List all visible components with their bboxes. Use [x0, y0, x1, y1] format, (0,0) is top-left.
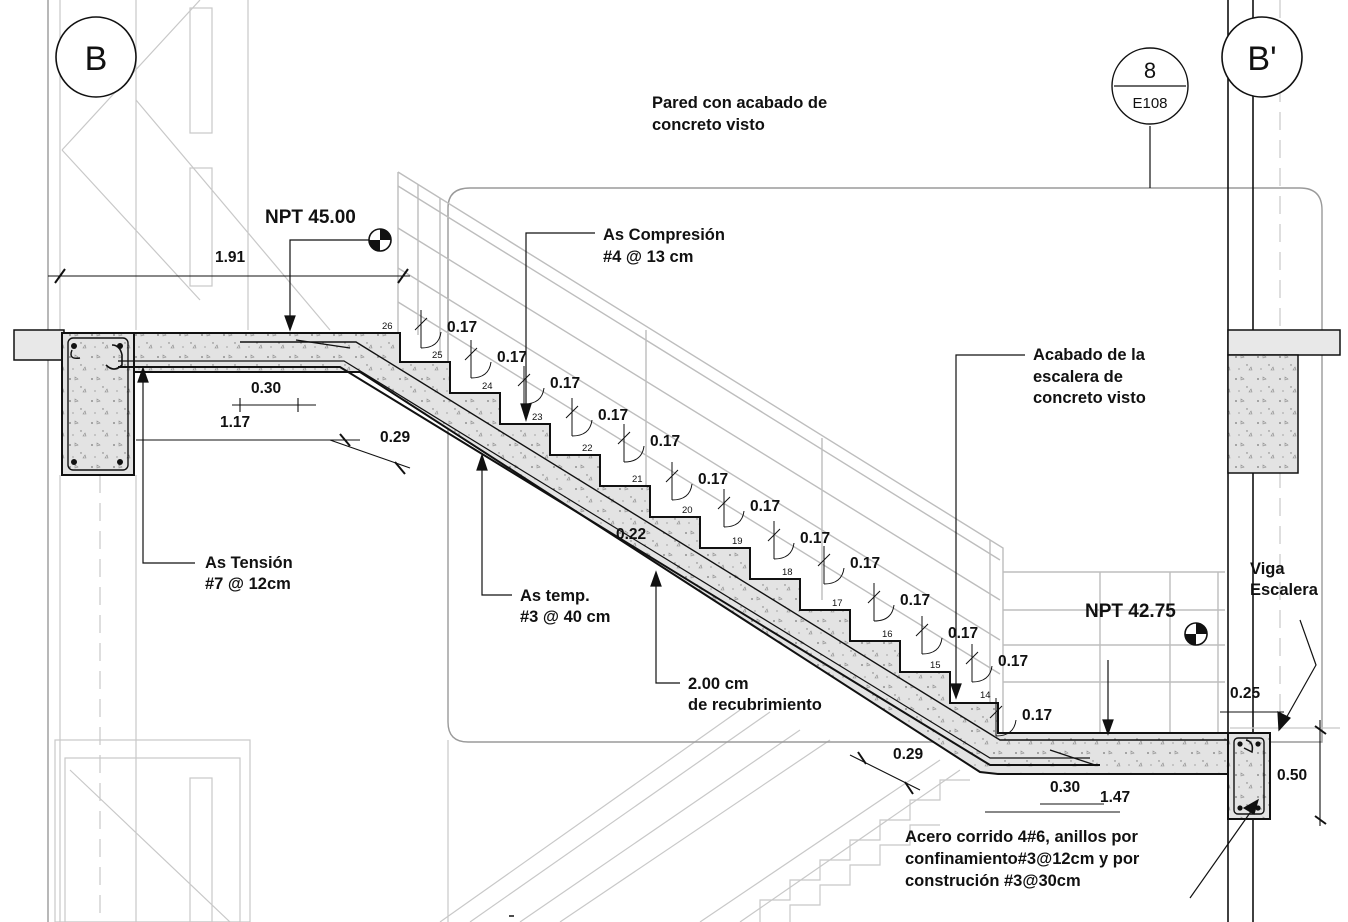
riser-tick: [414, 310, 442, 349]
dim-upper-slab: 0.29: [380, 429, 411, 446]
riser-height-label: 0.17: [497, 349, 527, 366]
riser-dimension-labels: 0.17 0.17 0.17 0.17 0.17 0.17 0.17 0.17 0.17 0.17…: [447, 319, 1052, 724]
dimension-lines: [48, 268, 1327, 826]
note-finish-line3: concreto visto: [1033, 389, 1146, 407]
riser-tick: [989, 698, 1017, 737]
dimension-labels: 1.91 0.30 1.17 0.29 0.22 0.29 0.30 1.47 …: [215, 249, 1307, 806]
step-number: 17: [832, 598, 843, 609]
reinforcement-bars: [118, 339, 1250, 766]
step-number: 18: [782, 567, 793, 578]
leaders: [137, 126, 1317, 899]
step-number-labels: 26 25 24 23 22 21 20 19 18 17 16 15 14: [382, 321, 991, 701]
dim-beam-depth: 0.50: [1277, 767, 1307, 784]
note-finish-line1: Acabado de la: [1033, 346, 1146, 364]
level-marker-lower: NPT 42.75: [1085, 601, 1208, 646]
dim-lower-lap: 0.30: [1050, 779, 1080, 796]
note-temp-line1: As temp.: [520, 587, 590, 605]
riser-tick: [867, 583, 895, 622]
riser-tick: [617, 424, 645, 463]
grid-label-b: B: [85, 40, 108, 78]
riser-height-label: 0.17: [998, 653, 1028, 670]
section-reference-bubble: 8 E108: [1111, 47, 1189, 125]
note-finish-line2: escalera de: [1033, 368, 1123, 386]
riser-tick: [767, 521, 795, 560]
annotation-notes: Pared con acabado de concreto visto As C…: [205, 94, 1319, 890]
riser-tick: [565, 398, 593, 437]
riser-height-label: 0.17: [850, 555, 880, 572]
note-compression-line1: As Compresión: [603, 226, 725, 244]
note-temp-line2: #3 @ 40 cm: [520, 608, 610, 626]
upper-landing-beam: [61, 332, 135, 476]
note-compression-line2: #4 @ 13 cm: [603, 248, 693, 266]
note-tension-line1: As Tensión: [205, 554, 293, 572]
note-tension-line2: #7 @ 12cm: [205, 575, 291, 593]
step-number: 22: [582, 443, 593, 454]
step-number: 19: [732, 536, 743, 547]
riser-height-label: 0.17: [900, 592, 930, 609]
riser-tick: [665, 462, 693, 501]
riser-height-label: 0.17: [1022, 707, 1052, 724]
dim-lower-anchor: 1.47: [1100, 789, 1130, 806]
grid-label-b-prime: B': [1247, 40, 1276, 78]
riser-tick: [817, 546, 845, 585]
grid-bubble-b-prime: B': [1221, 16, 1303, 98]
note-wall-line2: concreto visto: [652, 116, 765, 134]
riser-dimension-ticks: [414, 310, 1017, 737]
riser-height-label: 0.17: [698, 471, 728, 488]
note-steel-line2: confinamiento#3@12cm y por: [905, 850, 1140, 868]
riser-height-label: 0.17: [800, 530, 830, 547]
step-number: 24: [482, 381, 493, 392]
riser-tick: [717, 489, 745, 528]
step-number: 26: [382, 321, 393, 332]
dim-beam-width: 0.25: [1230, 685, 1261, 702]
note-cover-line1: 2.00 cm: [688, 675, 749, 693]
background-linework: [47, 0, 1340, 922]
riser-tick: [965, 644, 993, 683]
riser-tick: [517, 366, 545, 405]
grid-bubble-b: B: [55, 16, 137, 98]
section-sheet: E108: [1132, 95, 1167, 112]
riser-tick: [464, 340, 492, 379]
note-beam-line2: Escalera: [1250, 581, 1319, 599]
step-number: 14: [980, 690, 991, 701]
riser-tick: [915, 616, 943, 655]
step-number: 25: [432, 350, 443, 361]
dim-upper-anchor: 1.17: [220, 414, 250, 431]
step-number: 16: [882, 629, 893, 640]
dim-waist: 0.22: [616, 526, 646, 543]
riser-height-label: 0.17: [650, 433, 680, 450]
step-number: 20: [682, 505, 693, 516]
floor-slabs: [13, 329, 1341, 474]
lower-level-label: NPT 42.75: [1085, 601, 1176, 622]
note-cover-line2: de recubrimiento: [688, 696, 822, 714]
riser-height-label: 0.17: [750, 498, 780, 515]
riser-height-label: 0.17: [550, 375, 580, 392]
level-marker-upper: NPT 45.00: [265, 207, 392, 252]
riser-height-label: 0.17: [447, 319, 477, 336]
section-number: 8: [1144, 58, 1156, 83]
note-wall-line1: Pared con acabado de: [652, 94, 827, 112]
dim-lower-slab: 0.29: [893, 746, 924, 763]
upper-level-label: NPT 45.00: [265, 207, 356, 228]
riser-height-label: 0.17: [948, 625, 978, 642]
note-steel-line3: construción #3@30cm: [905, 872, 1081, 890]
note-beam-line1: Viga: [1250, 560, 1285, 578]
dim-upper-lap: 0.30: [251, 380, 281, 397]
step-number: 21: [632, 474, 643, 485]
step-number: 23: [532, 412, 543, 423]
step-number: 15: [930, 660, 941, 671]
railing: [397, 171, 1225, 740]
riser-height-label: 0.17: [598, 407, 628, 424]
note-steel-line1: Acero corrido 4#6, anillos por: [905, 828, 1138, 846]
dim-top-length: 1.91: [215, 249, 246, 266]
